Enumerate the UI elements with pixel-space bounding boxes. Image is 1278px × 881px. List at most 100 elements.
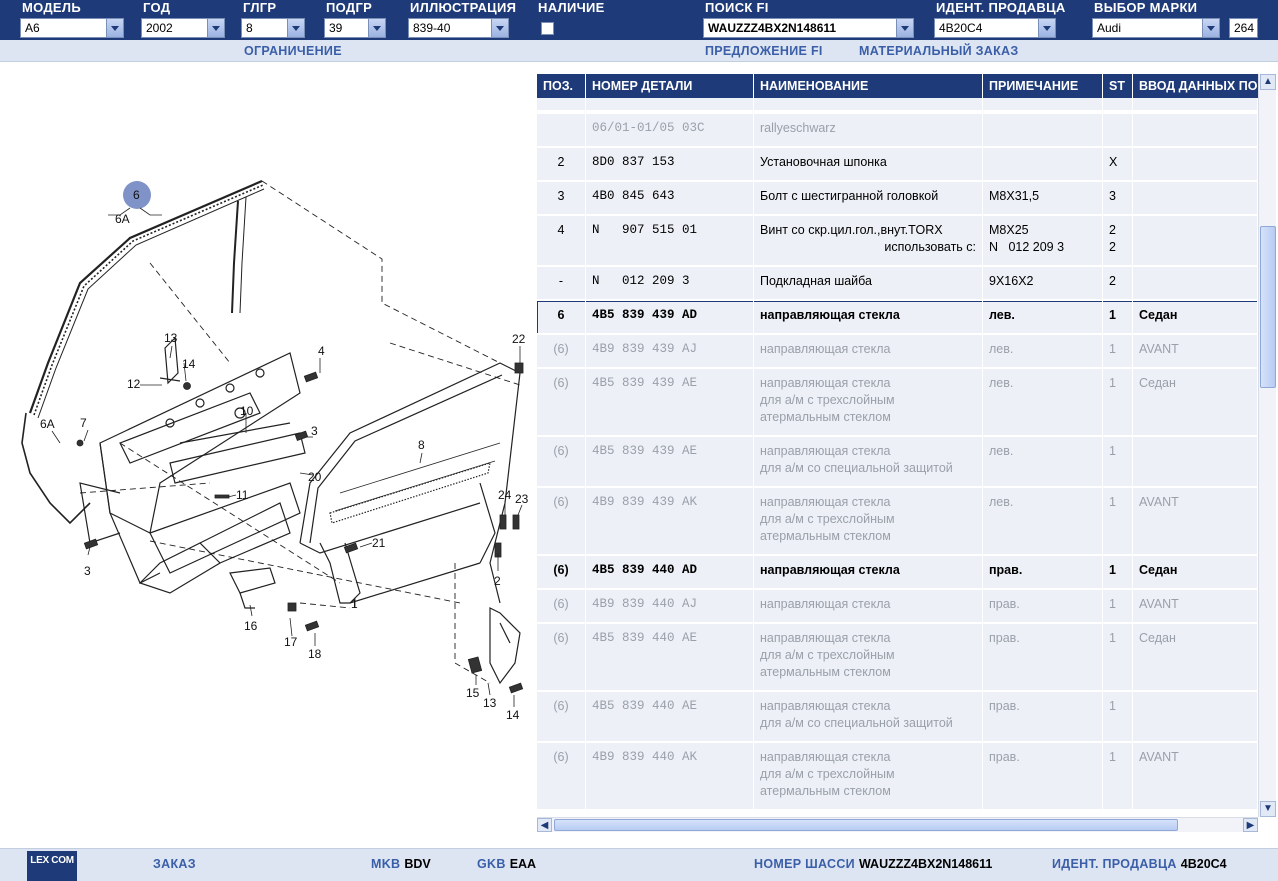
vertical-scroll-thumb[interactable] bbox=[1260, 226, 1276, 388]
model-select[interactable]: A6 bbox=[20, 18, 124, 38]
chevron-down-icon[interactable] bbox=[207, 19, 224, 37]
cell-st: 1 bbox=[1103, 301, 1133, 335]
chevron-down-icon[interactable] bbox=[1202, 19, 1219, 37]
callout-20[interactable]: 20 bbox=[308, 470, 322, 484]
col-note[interactable]: ПРИМЕЧАНИЕ bbox=[983, 74, 1103, 98]
availability-checkbox[interactable] bbox=[541, 22, 554, 35]
fi-search-select[interactable]: WAUZZZ4BX2N148611 bbox=[703, 18, 914, 38]
year-select[interactable]: 2002 bbox=[141, 18, 225, 38]
callout-13[interactable]: 13 bbox=[164, 331, 178, 345]
callout-8[interactable]: 8 bbox=[418, 438, 425, 452]
chevron-down-icon[interactable] bbox=[368, 19, 385, 37]
cell-st-text: 1 bbox=[1109, 308, 1116, 322]
restriction-link[interactable]: ОГРАНИЧЕНИЕ bbox=[244, 44, 342, 58]
callout-4[interactable]: 4 bbox=[318, 344, 325, 358]
chevron-down-icon[interactable] bbox=[491, 19, 508, 37]
cell-name: направляющая стекла bbox=[754, 556, 983, 590]
horizontal-scrollbar[interactable]: ◀ ▶ bbox=[537, 817, 1258, 832]
callout-3-left[interactable]: 3 bbox=[84, 564, 91, 578]
sub-group-select[interactable]: 39 bbox=[324, 18, 386, 38]
col-position[interactable]: ПОЗ. bbox=[537, 74, 586, 98]
chevron-down-icon[interactable] bbox=[896, 19, 913, 37]
chevron-up-icon: ▲ bbox=[1263, 76, 1273, 87]
chevron-down-icon[interactable] bbox=[1038, 19, 1055, 37]
callout-1[interactable]: 1 bbox=[351, 597, 358, 611]
cell-name-text: Подкладная шайба bbox=[760, 274, 872, 288]
cell-st: 1 bbox=[1103, 488, 1133, 556]
dealer-id-select[interactable]: 4B20C4 bbox=[934, 18, 1056, 38]
brand-extra-field[interactable]: 264 bbox=[1229, 18, 1258, 38]
callout-10[interactable]: 10 bbox=[240, 404, 254, 418]
callout-6a-left[interactable]: 6A bbox=[40, 417, 55, 431]
callout-17[interactable]: 17 bbox=[284, 635, 298, 649]
callout-16[interactable]: 16 bbox=[244, 619, 258, 633]
callout-2[interactable]: 2 bbox=[494, 574, 501, 588]
callout-3-mid[interactable]: 3 bbox=[311, 424, 318, 438]
horizontal-scroll-thumb[interactable] bbox=[554, 819, 1178, 831]
callout-22[interactable]: 22 bbox=[512, 332, 526, 346]
callout-21[interactable]: 21 bbox=[372, 536, 386, 550]
vertical-scrollbar[interactable]: ▲ ▼ bbox=[1258, 74, 1276, 817]
material-order-link[interactable]: МАТЕРИАЛЬНЫЙ ЗАКАЗ bbox=[859, 44, 1019, 58]
lexcom-logo: LEX COM bbox=[27, 851, 77, 881]
order-link[interactable]: ЗАКАЗ bbox=[153, 857, 196, 871]
cell-note-text: прав. bbox=[989, 563, 1023, 577]
col-name[interactable]: НАИМЕНОВАНИЕ bbox=[754, 74, 983, 98]
cell-name-line2: для а/м со специальной защитой bbox=[760, 461, 953, 475]
callout-14[interactable]: 14 bbox=[182, 357, 196, 371]
callout-14-bottom[interactable]: 14 bbox=[506, 708, 520, 722]
illustration-select[interactable]: 839-40 bbox=[408, 18, 509, 38]
fi-offer-link[interactable]: ПРЕДЛОЖЕНИЕ FI bbox=[705, 44, 823, 58]
cell-st-text: 3 bbox=[1109, 189, 1116, 203]
callout-11[interactable]: 11 bbox=[236, 488, 249, 502]
main-group-select[interactable]: 8 bbox=[241, 18, 305, 38]
cell-part-number-text: 4B5 839 440 AE bbox=[592, 699, 698, 713]
callout-7[interactable]: 7 bbox=[80, 416, 87, 430]
chevron-down-icon[interactable] bbox=[287, 19, 304, 37]
scroll-down-button[interactable]: ▼ bbox=[1260, 801, 1276, 817]
callout-13-bottom[interactable]: 13 bbox=[483, 696, 497, 710]
callout-6a-top[interactable]: 6A bbox=[115, 212, 130, 226]
cell-note-text: лев. bbox=[989, 342, 1014, 356]
cell-name-line2: для а/м с трехслойным bbox=[760, 512, 895, 526]
callout-18[interactable]: 18 bbox=[308, 647, 322, 661]
cell-name-text: направляющая стекла bbox=[760, 597, 891, 611]
scroll-right-button[interactable]: ▶ bbox=[1243, 818, 1258, 832]
scroll-left-button[interactable]: ◀ bbox=[537, 818, 552, 832]
cell-position-text: (6) bbox=[553, 750, 569, 764]
chevron-right-icon: ▶ bbox=[1246, 820, 1255, 831]
cell-data-entry-text: Седан bbox=[1139, 308, 1178, 322]
callout-23[interactable]: 23 bbox=[515, 492, 529, 506]
scroll-up-button[interactable]: ▲ bbox=[1260, 74, 1276, 90]
callout-6[interactable]: 6 bbox=[133, 188, 140, 202]
cell-part-number: 8D0 837 153 bbox=[586, 148, 754, 182]
fi-search-label: ПОИСК FI bbox=[705, 0, 769, 15]
brand-select[interactable]: Audi bbox=[1092, 18, 1220, 38]
chevron-down-icon[interactable] bbox=[106, 19, 123, 37]
col-data-entry[interactable]: ВВОД ДАННЫХ ПО bbox=[1139, 79, 1258, 93]
cell-data-entry bbox=[1133, 216, 1258, 267]
callout-12[interactable]: 12 bbox=[127, 377, 141, 391]
col-part-number[interactable]: НОМЕР ДЕТАЛИ bbox=[586, 74, 754, 98]
parts-diagram[interactable]: 6 6A 6A 13 14 12 4 10 7 3 20 11 8 22 24 … bbox=[0, 63, 536, 838]
col-st[interactable]: ST bbox=[1103, 74, 1133, 98]
callout-24[interactable]: 24 bbox=[498, 488, 512, 502]
callout-15[interactable]: 15 bbox=[466, 686, 480, 700]
cell-position: (6) bbox=[537, 488, 586, 556]
